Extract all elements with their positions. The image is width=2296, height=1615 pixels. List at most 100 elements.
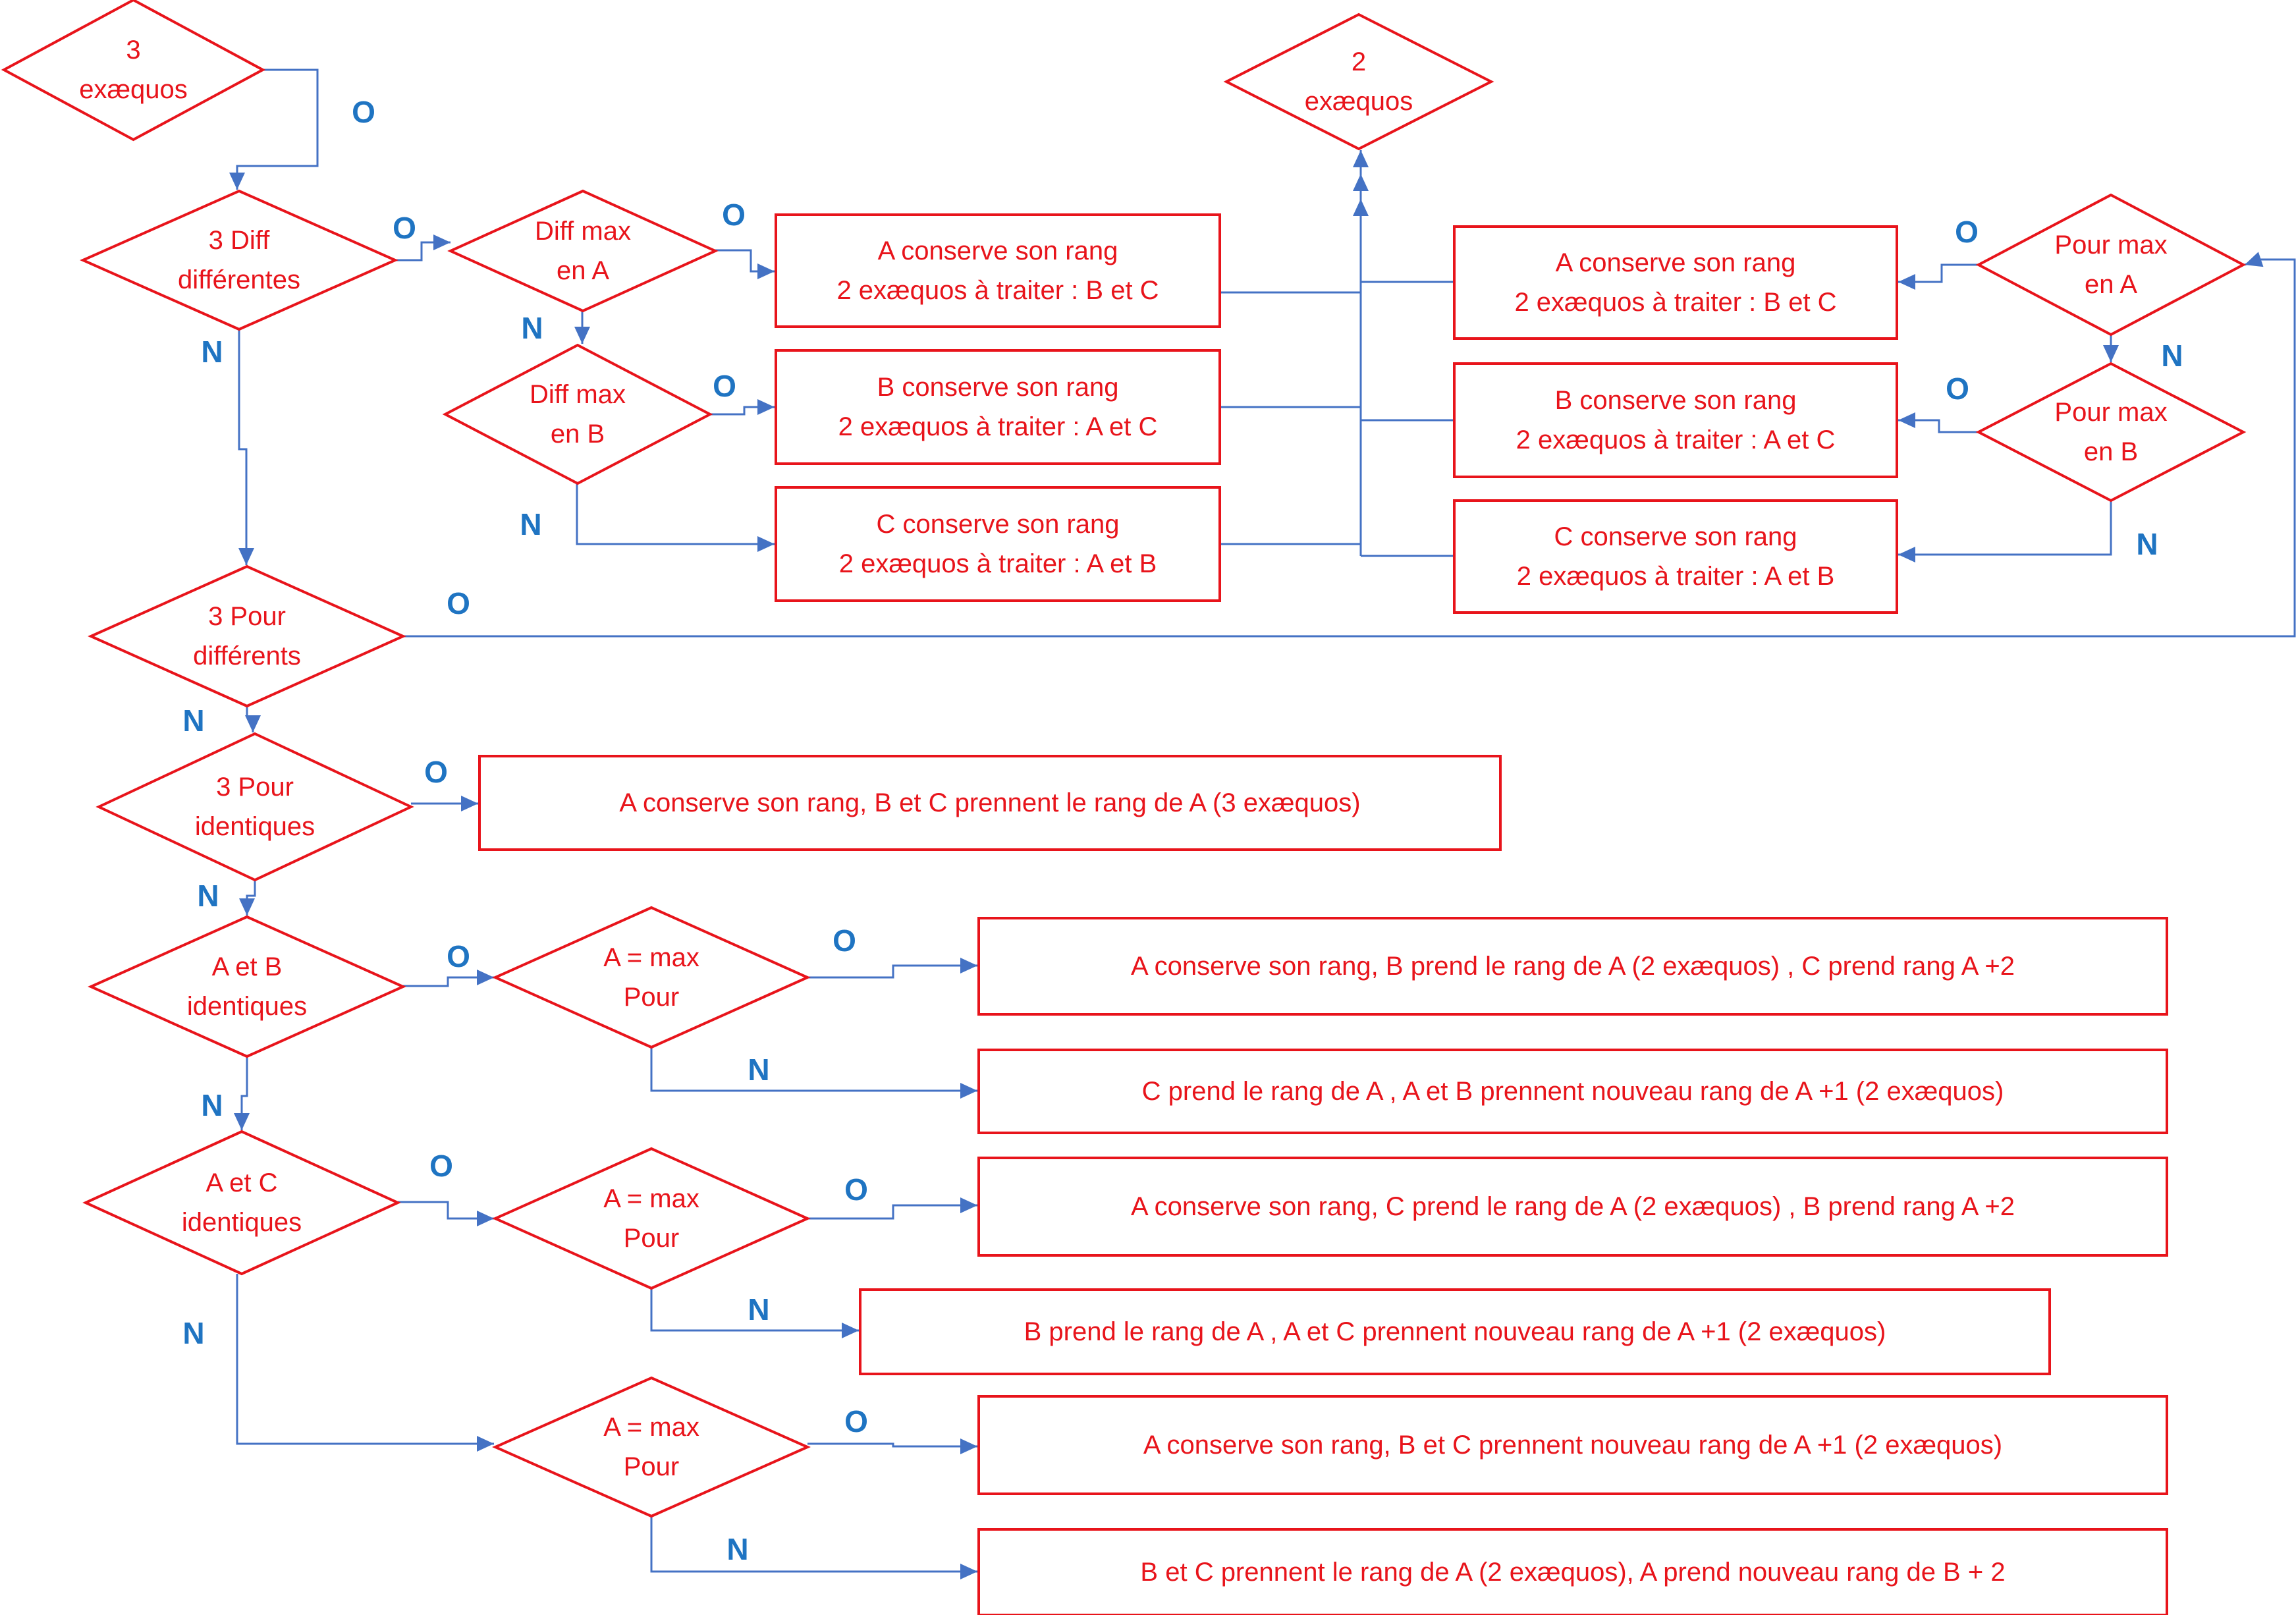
box-3id-text-1: A conserve son rang, B et C prennent le … xyxy=(619,788,1360,817)
edge-label-o-5: O xyxy=(713,369,736,403)
edge-label-o-12: O xyxy=(447,939,470,973)
connector-27-arrowhead xyxy=(1353,150,1369,167)
decision-amax2-text-2: Pour xyxy=(624,1224,680,1253)
connector-8-arrowhead xyxy=(245,715,261,732)
connector-32-arrowhead xyxy=(1898,547,1915,562)
decision-diffB-text-2: en B xyxy=(551,420,605,449)
edge-label-o-16: O xyxy=(429,1149,453,1183)
connector-19 xyxy=(807,1442,977,1448)
edge-label-n-11: N xyxy=(197,879,219,913)
box-AB_yes xyxy=(977,917,2168,1016)
edge-label-n-9: N xyxy=(182,703,204,738)
connector-6-arrowhead xyxy=(757,536,775,552)
decision-3pourid-text-1: 3 Pour xyxy=(216,773,294,802)
box-L1 xyxy=(775,213,1221,328)
bus-arrowhead-2 xyxy=(1353,199,1369,216)
box-AB_no xyxy=(977,1049,2168,1134)
connector-2-arrowhead xyxy=(433,234,451,250)
edge-label-n-21: N xyxy=(726,1532,748,1566)
decision-pourB-text-1: Pour max xyxy=(2054,398,2167,427)
edge-label-n-14: N xyxy=(748,1053,769,1087)
connector-16-arrowhead xyxy=(960,1197,977,1213)
box-BC_yes xyxy=(977,1395,2168,1495)
connector-20-arrowhead xyxy=(960,1564,977,1579)
box-L2 xyxy=(775,349,1221,465)
connector-4-arrowhead xyxy=(574,327,590,344)
box-L2-text-1: B conserve son rang xyxy=(877,373,1119,402)
decision-3ex xyxy=(1,0,266,142)
box-AC_no xyxy=(859,1288,2051,1375)
decision-ABid-text-1: A et B xyxy=(212,952,283,981)
connector-13 xyxy=(650,1047,977,1092)
box-AB_no-text-1: C prend le rang de A , A et B prennent n… xyxy=(1142,1077,2004,1106)
decision-amax3-text-1: A = max xyxy=(603,1413,699,1442)
edge-label-o-13: O xyxy=(833,923,856,958)
connector-29 xyxy=(1898,263,1979,283)
box-AC_yes-text-1: A conserve son rang, C prend le rang de … xyxy=(1131,1192,2015,1221)
connector-11 xyxy=(403,976,494,987)
edge-label-o-8: O xyxy=(447,586,470,620)
decision-ACid-text-2: identiques xyxy=(182,1208,302,1237)
decision-amax3-text-2: Pour xyxy=(624,1452,680,1481)
decision-3pourid-text-2: identiques xyxy=(195,812,315,841)
connector-1-arrowhead xyxy=(229,173,245,190)
connectors xyxy=(229,68,2296,1579)
decision-pourB xyxy=(1975,362,2247,503)
connector-17-arrowhead xyxy=(842,1323,859,1338)
edge-label-o-17: O xyxy=(844,1172,868,1207)
decision-diffA-text-1: Diff max xyxy=(535,217,631,246)
box-L2-text-2: 2 exæquos à traiter : A et C xyxy=(838,412,1158,441)
decision-amax2 xyxy=(492,1147,811,1290)
box-BC_yes-text-1: A conserve son rang, B et C prennent nou… xyxy=(1143,1431,2002,1460)
decision-ABid xyxy=(88,915,406,1058)
box-BC_no xyxy=(977,1528,2168,1615)
connector-11-arrowhead xyxy=(477,970,494,985)
connector-12 xyxy=(807,964,977,979)
connector-31-arrowhead xyxy=(1898,412,1915,428)
box-R1-text-2: 2 exæquos à traiter : B et C xyxy=(1514,288,1836,317)
box-R2 xyxy=(1453,362,1898,478)
decision-pourA-text-1: Pour max xyxy=(2054,231,2167,260)
edge-label-n-4: N xyxy=(521,311,543,345)
box-R3-text-2: 2 exæquos à traiter : A et B xyxy=(1517,562,1835,591)
decision-amax3 xyxy=(492,1376,811,1518)
connector-18 xyxy=(236,1274,494,1445)
decision-3diff-text-2: différentes xyxy=(178,265,300,294)
connector-15 xyxy=(398,1201,494,1220)
edge-label-n-6: N xyxy=(201,335,223,369)
box-R2-text-1: B conserve son rang xyxy=(1555,386,1797,415)
decision-3diff xyxy=(80,189,398,331)
decision-2ex-text-1: 2 xyxy=(1352,47,1366,76)
decision-2ex-text-2: exæquos xyxy=(1305,87,1413,116)
decision-3pour-text-2: différents xyxy=(193,642,301,671)
connector-20 xyxy=(650,1516,977,1573)
decision-3pourid xyxy=(96,732,414,882)
decision-2ex xyxy=(1223,13,1494,151)
box-L3-text-1: C conserve son rang xyxy=(876,510,1119,539)
decision-amax2-text-1: A = max xyxy=(603,1184,699,1213)
box-BC_no-text-1: B et C prennent le rang de A (2 exæquos)… xyxy=(1140,1558,2005,1587)
connector-17 xyxy=(650,1288,859,1332)
edge-label-n-19: N xyxy=(182,1316,204,1350)
decision-ACid-text-1: A et C xyxy=(206,1168,278,1197)
box-R1-text-1: A conserve son rang xyxy=(1556,248,1796,277)
decision-amax1-text-1: A = max xyxy=(603,943,699,972)
connector-30-arrowhead xyxy=(2103,345,2119,362)
bus-arrowhead-1 xyxy=(1353,174,1369,191)
edge-label-n-23: N xyxy=(2161,339,2183,373)
decision-diffA xyxy=(447,189,719,313)
decision-diffA-text-2: en A xyxy=(557,256,609,285)
decision-amax1 xyxy=(492,906,811,1049)
decision-amax1-text-2: Pour xyxy=(624,983,680,1012)
edge-label-n-7: N xyxy=(520,507,541,541)
edge-label-o-3: O xyxy=(722,198,746,232)
decision-3ex-text-2: exæquos xyxy=(79,75,188,104)
connector-13-arrowhead xyxy=(960,1083,977,1099)
connector-14-arrowhead xyxy=(234,1113,250,1130)
box-L3 xyxy=(775,486,1221,602)
edge-label-o-22: O xyxy=(1955,215,1979,249)
connector-3-arrowhead xyxy=(757,263,775,279)
edge-label-n-18: N xyxy=(748,1292,769,1327)
decision-3pour-text-1: 3 Pour xyxy=(208,602,286,631)
